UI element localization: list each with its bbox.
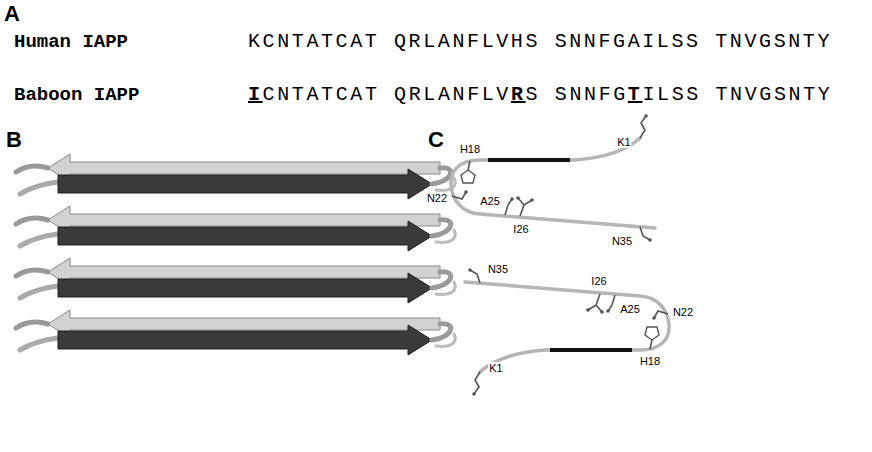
turn-loop	[432, 324, 451, 340]
turn-loop	[436, 334, 455, 346]
residue-label: N22	[426, 192, 448, 204]
side-chain	[640, 227, 650, 240]
loop-tail	[20, 286, 58, 298]
atom	[606, 309, 610, 313]
side-chain	[518, 198, 532, 216]
residue-label: I26	[590, 275, 607, 287]
side-chain	[588, 294, 602, 312]
side-chain	[452, 192, 466, 199]
residue-label: N35	[611, 235, 633, 247]
monomer-bottom	[465, 268, 669, 396]
residue-label: H18	[639, 355, 661, 367]
panel-letter: B	[6, 128, 22, 152]
side-chain	[650, 340, 652, 349]
substitution: T	[628, 83, 643, 106]
side-chain	[654, 311, 668, 318]
turn-loop	[436, 282, 455, 294]
atom	[600, 310, 604, 314]
side-chain	[474, 372, 480, 394]
turn-loop	[436, 230, 455, 242]
residue-label: N22	[672, 306, 694, 318]
imidazole-ring	[645, 327, 659, 340]
beta-strand-dark	[58, 169, 432, 199]
sequence: KCNTATCAT QRLANFLVHS SNNFGAILSS TNVGSNTY	[248, 31, 832, 53]
imidazole-ring	[461, 170, 475, 183]
panel-letter: A	[4, 2, 20, 26]
beta-strand-dark	[58, 273, 432, 303]
atom	[648, 238, 652, 242]
turn-loop	[432, 220, 451, 236]
substitution: I	[248, 83, 263, 106]
substitution: R	[511, 83, 526, 106]
backbone	[451, 138, 655, 228]
residue-label: K1	[488, 362, 503, 374]
sequence: ICNTATCAT QRLANFLVRS SNNFGTILSS TNVGSNTY	[248, 84, 832, 106]
backbone-segment	[488, 158, 570, 162]
side-chain	[608, 295, 615, 311]
residue-label: H18	[459, 143, 481, 155]
turn-loop	[432, 168, 451, 184]
loop-tail	[16, 322, 48, 328]
side-chain	[505, 199, 512, 215]
atom	[472, 392, 476, 396]
backbone-segment	[550, 348, 632, 352]
atom	[464, 190, 468, 194]
beta-strand-dark	[58, 325, 432, 355]
loop-tail	[16, 166, 48, 172]
side-chain	[470, 270, 480, 283]
atom	[586, 308, 590, 312]
residue-label: N35	[487, 263, 509, 275]
panel-letter: C	[428, 128, 444, 152]
loop-tail	[16, 218, 48, 224]
beta-strand-dark	[58, 221, 432, 251]
atom	[644, 114, 648, 118]
side-chain	[640, 116, 646, 138]
loop-tail	[20, 234, 58, 246]
atom	[468, 268, 472, 272]
atom	[530, 198, 534, 202]
sequence-name: Human IAPP	[14, 32, 128, 53]
residue-label: A25	[619, 303, 641, 315]
loop-tail	[20, 182, 58, 194]
residue-label: A25	[479, 195, 501, 207]
residue-label: K1	[616, 136, 631, 148]
fibril-ribbon	[16, 154, 455, 355]
side-chain	[468, 161, 470, 170]
atom	[652, 316, 656, 320]
backbone	[465, 282, 669, 372]
monomer-top	[451, 114, 655, 242]
loop-tail	[16, 270, 48, 276]
residue-label: I26	[512, 223, 529, 235]
turn-loop	[432, 272, 451, 288]
sequence-name: Baboon IAPP	[14, 85, 139, 106]
atom	[516, 196, 520, 200]
atom	[510, 197, 514, 201]
loop-tail	[20, 338, 58, 350]
